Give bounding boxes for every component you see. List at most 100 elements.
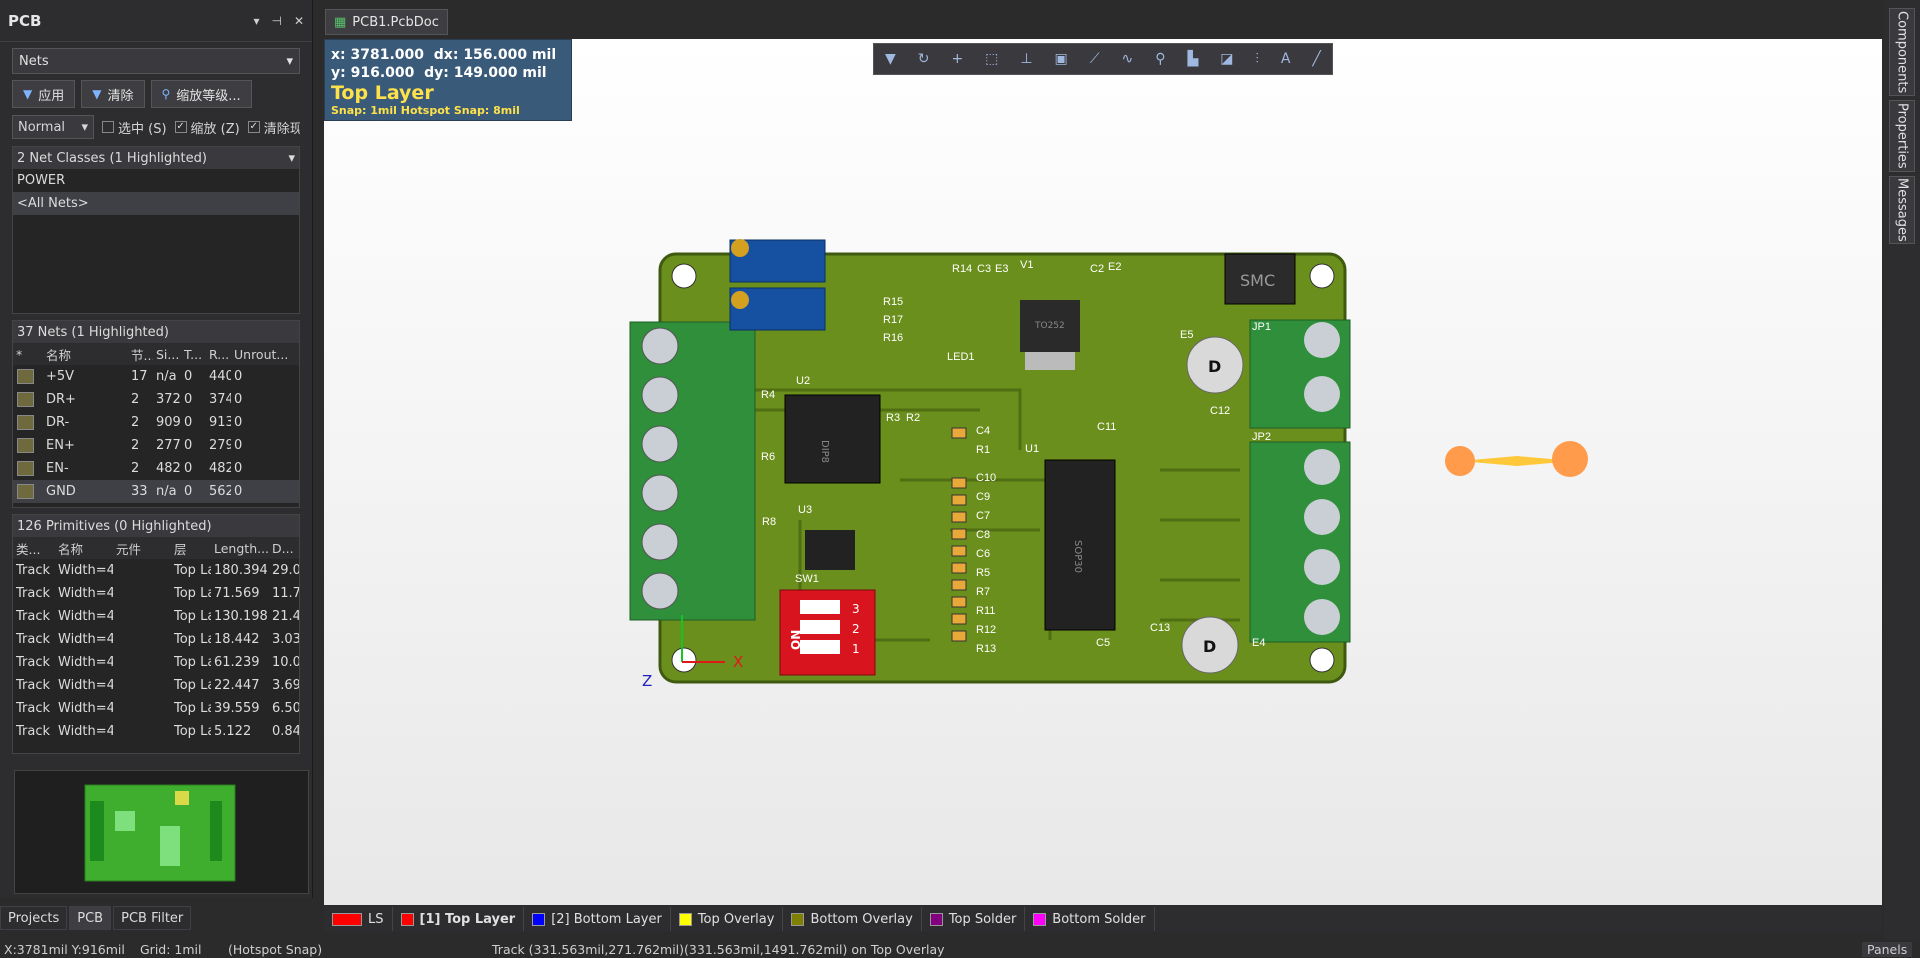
diff-pair-icon[interactable]: ∿	[1121, 51, 1134, 67]
col-unrouted[interactable]: Unrout...	[234, 346, 289, 362]
zoom-checkbox-label: 缩放 (Z)	[190, 121, 240, 137]
panels-button[interactable]: Panels	[1862, 941, 1913, 957]
primitive-cell-name: Width=4	[58, 701, 113, 716]
pcb-label-r17: R17	[883, 314, 903, 326]
tab-projects[interactable]: Projects	[0, 906, 68, 930]
checkbox-checked-icon: ✓	[174, 121, 187, 133]
tab-messages[interactable]: Messages	[1889, 176, 1915, 244]
component-icon[interactable]: ▣	[1054, 51, 1068, 67]
tab-components[interactable]: Components	[1889, 8, 1915, 96]
via-icon[interactable]: ⚲	[1155, 51, 1166, 67]
pcb-label-sw1: SW1	[795, 573, 819, 585]
net-color-swatch[interactable]	[17, 484, 34, 499]
board-thumbnail[interactable]	[14, 770, 309, 894]
hud-dx: 156.000 mil	[463, 47, 557, 63]
layer-tab-4[interactable]: Bottom Overlay	[783, 907, 922, 931]
net-color-swatch[interactable]	[17, 461, 34, 476]
active-bar-toolbar: ▼ ↻ + ⬚ ⊥ ▣ ⟋ ∿ ⚲ ▙ ◪ ⫶ A ╱	[873, 43, 1333, 75]
interactive-route-icon[interactable]: ⟋	[1089, 51, 1100, 67]
tab-pcb-filter[interactable]: PCB Filter	[113, 906, 192, 930]
net-cell-r: 482	[209, 461, 231, 476]
select-rect-icon[interactable]: ⬚	[985, 51, 999, 67]
col-component[interactable]: 元件	[116, 541, 142, 557]
zoom-checkbox[interactable]: ✓缩放 (Z)	[174, 118, 240, 137]
col-type[interactable]: 类...	[16, 541, 41, 557]
pcb-label-e4: E4	[1252, 637, 1265, 649]
clear-existing-checkbox[interactable]: ✓清除现有	[247, 118, 300, 137]
layer-tab-2[interactable]: [2] Bottom Layer	[524, 907, 671, 931]
layer-tab-5[interactable]: Top Solder	[922, 907, 1026, 931]
col-length[interactable]: Length...	[214, 540, 269, 556]
select-checkbox[interactable]: 选中 (S)	[102, 118, 167, 137]
col-nodes[interactable]: 节...	[131, 347, 153, 363]
text-icon[interactable]: A	[1280, 51, 1291, 67]
line-icon[interactable]: ╱	[1312, 51, 1321, 67]
net-class-item[interactable]: POWER	[13, 169, 299, 192]
col-r[interactable]: R...	[209, 346, 230, 362]
col-d[interactable]: D...	[272, 540, 294, 556]
polygon-icon[interactable]: ▙	[1187, 51, 1199, 67]
tab-pcb[interactable]: PCB	[69, 906, 112, 930]
apply-button[interactable]: ▼应用	[12, 80, 76, 108]
clear-button[interactable]: ▼清除	[81, 80, 145, 108]
net-cell-si: 372	[156, 392, 181, 407]
filter-icon[interactable]: ▼	[884, 51, 896, 67]
net-cell-r: 279	[209, 438, 231, 453]
layer-color-swatch	[400, 912, 414, 926]
net-color-swatch[interactable]	[17, 369, 34, 384]
net-class-item[interactable]: <All Nets>	[13, 192, 299, 215]
pcb-label-d1: D	[1208, 357, 1221, 376]
magnifier-icon: ⚲	[161, 87, 171, 101]
layer-tab-1[interactable]: [1] Top Layer	[393, 907, 525, 931]
layer-tab-6[interactable]: Bottom Solder	[1025, 907, 1155, 931]
chevron-down-icon[interactable]: ▾	[288, 150, 295, 166]
pin-icon[interactable]: ⊣	[271, 13, 282, 28]
close-icon[interactable]: ✕	[293, 13, 304, 28]
layer-color-swatch	[678, 912, 692, 926]
crosshair-icon[interactable]: +	[951, 51, 964, 67]
align-icon[interactable]: ⊥	[1020, 51, 1033, 67]
net-color-swatch[interactable]	[17, 415, 34, 430]
col-name[interactable]: 名称	[46, 347, 72, 363]
net-color-swatch[interactable]	[17, 438, 34, 453]
primitive-cell-name: Width=4	[58, 655, 113, 670]
mask-mode-dropdown[interactable]: Normal▾	[12, 115, 94, 139]
pcb-label-r16: R16	[883, 332, 903, 344]
col-prim-name[interactable]: 名称	[58, 541, 84, 557]
pcb-board[interactable]: DIP8 SOP30 TO252 SMC D D 3 2 1 ON	[600, 220, 1360, 700]
tab-properties[interactable]: Properties	[1889, 100, 1915, 172]
layer-tab-label: [2] Bottom Layer	[551, 911, 662, 927]
document-tab[interactable]: ▦ PCB1.PcbDoc	[325, 9, 448, 35]
region-icon[interactable]: ◪	[1220, 51, 1234, 67]
col-layer[interactable]: 层	[174, 541, 187, 557]
dimension-icon[interactable]: ⫶	[1255, 51, 1259, 67]
primitive-cell-type: Track	[16, 632, 51, 647]
col-si[interactable]: Si...	[156, 346, 180, 362]
col-t[interactable]: T...	[184, 346, 203, 362]
zoom-level-button[interactable]: ⚲缩放等级...	[150, 80, 252, 108]
route-icon[interactable]: ↻	[917, 51, 930, 67]
col-star[interactable]: *	[16, 346, 23, 362]
coordinate-hud: x: 3781.000 dx: 156.000 mil y: 916.000 d…	[324, 39, 572, 121]
menu-dropdown-icon[interactable]: ▾	[253, 13, 260, 28]
layer-tab-0[interactable]: LS	[324, 907, 393, 931]
primitive-cell-name: Width=4	[58, 609, 113, 624]
layer-tab-3[interactable]: Top Overlay	[671, 907, 784, 931]
mode-dropdown[interactable]: Nets ▾	[12, 48, 300, 74]
net-color-swatch[interactable]	[17, 392, 34, 407]
pcb-label-c9: C9	[976, 491, 990, 503]
